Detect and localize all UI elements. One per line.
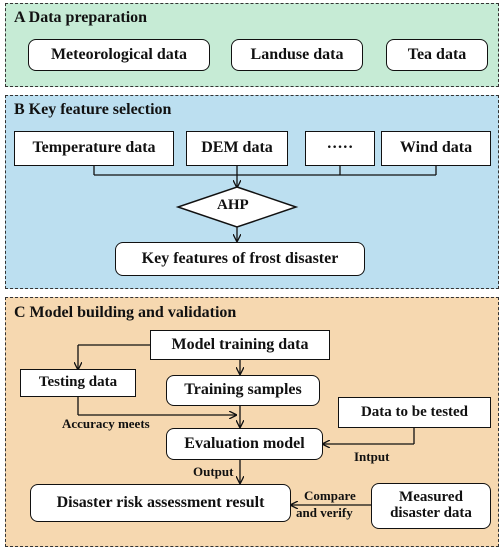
ahp-diamond [175, 186, 299, 228]
box-meteorological-data: Meteorological data [28, 39, 210, 71]
box-evaluation-model: Evaluation model [166, 428, 323, 460]
box-temperature-data: Temperature data [14, 131, 174, 166]
box-testing-data: Testing data [20, 369, 136, 397]
box-disaster-risk-result: Disaster risk assessment result [30, 484, 291, 522]
label-output: Output [193, 464, 234, 479]
ahp-label: AHP [217, 197, 249, 213]
label-input: Intput [354, 449, 390, 464]
panel-c-title: C Model building and validation [14, 304, 237, 321]
measured-line-2: disaster data [390, 505, 472, 521]
label-compare: Compare [304, 488, 356, 503]
label-and-verify: and verify [296, 505, 353, 520]
panel-b-title: B Key feature selection [14, 101, 172, 118]
panel-a-title: A Data preparation [14, 9, 148, 26]
box-wind-data: Wind data [381, 131, 491, 166]
box-key-features: Key features of frost disaster [115, 242, 365, 276]
measured-line-1: Measured [399, 489, 463, 506]
box-measured-disaster-data: Measured disaster data [371, 483, 491, 529]
box-training-samples: Training samples [166, 375, 320, 406]
box-dem-data: DEM data [186, 131, 288, 166]
box-data-to-be-tested: Data to be tested [338, 397, 491, 428]
box-landuse-data: Landuse data [231, 39, 363, 71]
label-accuracy-meets: Accuracy meets [62, 416, 150, 431]
box-tea-data: Tea data [386, 39, 488, 71]
box-model-training-data: Model training data [150, 330, 330, 360]
box-ellipsis: ····· [305, 131, 375, 166]
